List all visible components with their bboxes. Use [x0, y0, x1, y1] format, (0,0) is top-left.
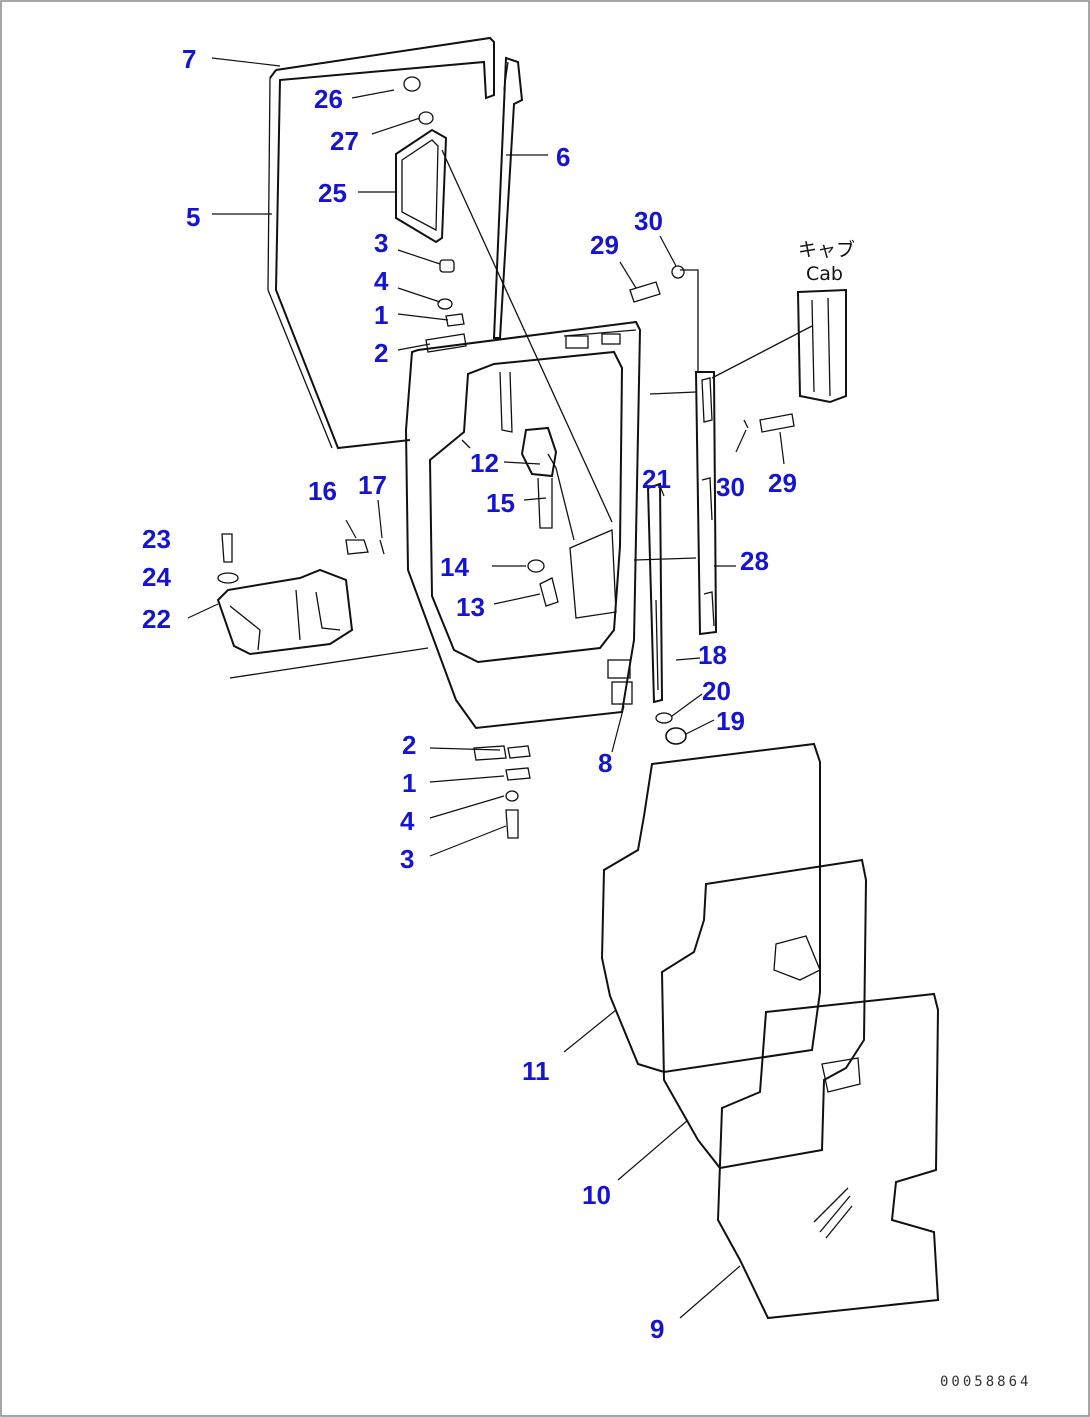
callout-c3b: 3	[400, 844, 414, 874]
part-18-strip	[655, 599, 659, 691]
callout-c15: 15	[486, 488, 515, 518]
leader-lines	[187, 57, 785, 1319]
callout-c24: 24	[142, 562, 171, 592]
leader-22-to-door	[229, 647, 429, 679]
callout-c14: 14	[440, 552, 469, 582]
callout-c4a: 4	[374, 266, 389, 296]
drawing-code: 00058864	[940, 1374, 1031, 1390]
callout-c11: 11	[522, 1056, 550, 1086]
part-29-bolt-upper	[629, 281, 661, 303]
callout-c1a: 1	[374, 300, 388, 330]
part-21-strip	[646, 482, 664, 704]
callout-c18: 18	[698, 640, 727, 670]
part-12-lock	[520, 426, 575, 541]
callout-c28: 28	[740, 546, 769, 576]
guide-line-25	[441, 149, 613, 523]
part-11-seal	[600, 742, 821, 1074]
part-22-tray	[216, 568, 354, 656]
part-9-glass	[716, 992, 940, 1320]
callout-c20: 20	[702, 676, 731, 706]
part-6-strip	[492, 56, 524, 339]
callout-c30a: 30	[634, 206, 663, 236]
callout-c21: 21	[642, 464, 671, 494]
part-26-bolt	[403, 76, 421, 92]
callout-c22: 22	[142, 604, 171, 634]
part-cab-pillar	[796, 288, 847, 404]
callout-c12: 12	[470, 448, 499, 478]
callout-c29a: 29	[590, 230, 619, 260]
part-30-washer-lower	[743, 419, 749, 429]
part-8-door-frame	[404, 320, 642, 730]
part-27-washer	[418, 111, 434, 125]
callout-c5: 5	[186, 202, 200, 232]
part-13-bolt	[539, 577, 559, 607]
callout-c4b: 4	[400, 806, 415, 836]
callout-c30b: 30	[716, 472, 745, 502]
callout-c6: 6	[556, 142, 570, 172]
part-lower-hinge-hardware	[473, 745, 531, 839]
callout-c9: 9	[650, 1314, 664, 1344]
callout-c2b: 2	[402, 730, 416, 760]
guide-line-28	[649, 391, 697, 395]
callout-c13: 13	[456, 592, 485, 622]
callout-c17: 17	[358, 470, 387, 500]
cab-label-en: Cab	[806, 263, 843, 285]
part-29-bolt-lower	[759, 413, 795, 433]
callout-c1b: 1	[402, 768, 416, 798]
part-28-hinge	[694, 371, 718, 636]
part-upper-hinge-hardware	[425, 259, 467, 353]
leader-hinge-to-cab	[711, 325, 813, 379]
callout-c27: 27	[330, 126, 359, 156]
callout-c2a: 2	[374, 338, 388, 368]
callout-c29b: 29	[768, 468, 797, 498]
callout-c8: 8	[598, 748, 612, 778]
part-24-washer	[217, 572, 239, 584]
part-10-seal	[660, 858, 868, 1170]
callout-c10: 10	[582, 1180, 611, 1210]
part-16-catch	[345, 539, 369, 555]
callout-c7: 7	[182, 44, 196, 74]
callout-c26: 26	[314, 84, 343, 114]
part-20-washer	[655, 712, 673, 724]
part-23-bolt	[221, 533, 233, 563]
part-30-washer-upper	[671, 265, 685, 279]
callout-c25: 25	[318, 178, 347, 208]
glass-hatching	[813, 1187, 853, 1239]
callout-c16: 16	[308, 476, 337, 506]
callout-c19: 19	[716, 706, 745, 736]
part-upper-panel	[267, 36, 495, 450]
part-19-bumper	[665, 727, 687, 745]
part-17-pin	[379, 539, 385, 555]
part-14-washer	[527, 559, 545, 573]
part-25-recess	[395, 128, 448, 244]
cab-label-jp: キャブ	[798, 238, 855, 261]
callout-c3a: 3	[374, 228, 388, 258]
callout-c23: 23	[142, 524, 171, 554]
guide-line-28b	[633, 557, 697, 561]
